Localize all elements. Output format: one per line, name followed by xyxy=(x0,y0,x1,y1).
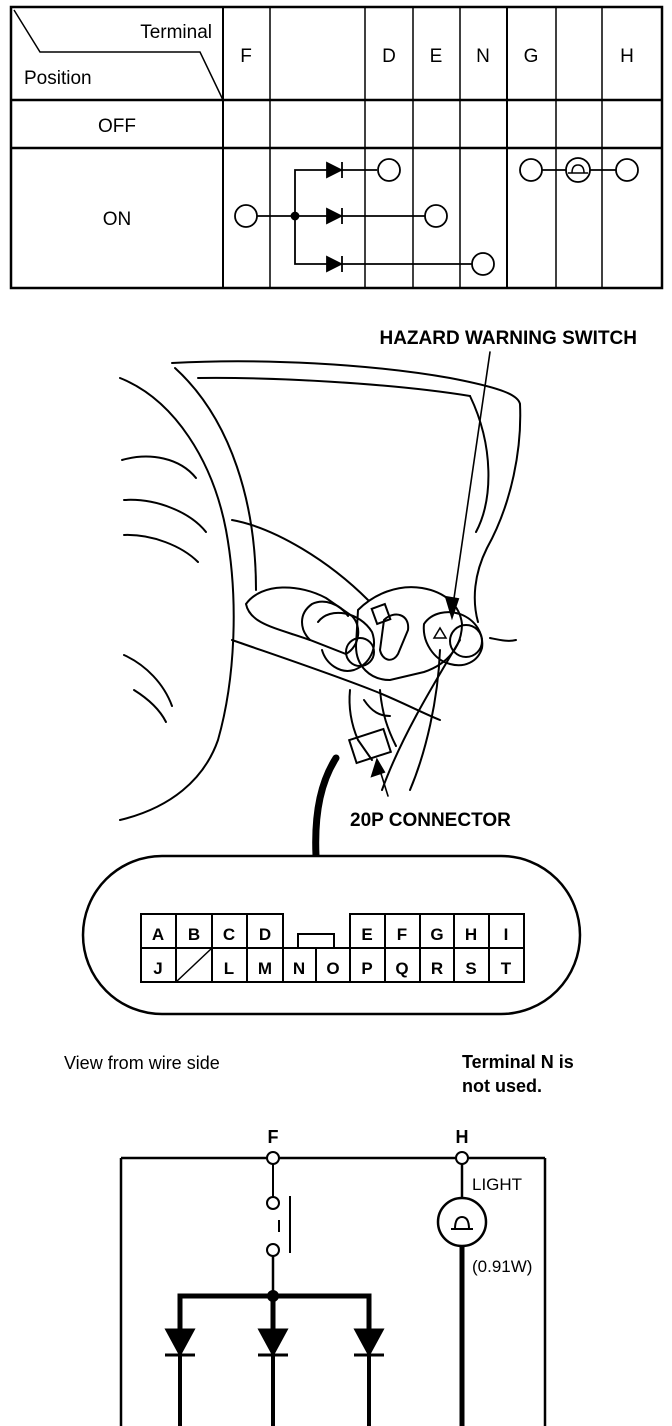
hazard-switch-label: HAZARD WARNING SWITCH xyxy=(379,328,637,349)
connector-grid xyxy=(140,913,525,983)
pin-i: I xyxy=(504,925,509,944)
view-note: View from wire side xyxy=(64,1053,220,1073)
continuity-f-to-den xyxy=(234,158,495,276)
pin-m: M xyxy=(258,959,272,978)
indicator-bulb xyxy=(436,1196,488,1248)
header-position: Position xyxy=(24,68,92,89)
pin-q: Q xyxy=(395,959,408,978)
col-g: G xyxy=(524,46,539,67)
connector-pin-labels: A B C D E F G H I J L M N O P Q R S T xyxy=(152,925,512,978)
light-label: LIGHT xyxy=(472,1175,522,1194)
pin-f: F xyxy=(397,925,407,944)
pin-g: G xyxy=(430,925,443,944)
diodes xyxy=(164,1328,385,1358)
pin-s: S xyxy=(465,959,476,978)
pin-r: R xyxy=(431,959,443,978)
diode-n xyxy=(164,1328,196,1358)
wattage-label: (0.91W) xyxy=(472,1257,532,1276)
pin-p: P xyxy=(361,959,372,978)
pin-o: O xyxy=(326,959,339,978)
continuity-g-to-h xyxy=(519,157,639,183)
pin-n: N xyxy=(293,959,305,978)
diode-d xyxy=(353,1328,385,1358)
unused-note-1: Terminal N is xyxy=(462,1052,574,1072)
pin-h: H xyxy=(465,925,477,944)
col-d: D xyxy=(382,46,396,67)
pin-a: A xyxy=(152,925,164,944)
header-terminal: Terminal xyxy=(140,22,212,43)
row-on: ON xyxy=(103,209,132,230)
row-off: OFF xyxy=(98,116,136,137)
col-e: E xyxy=(430,46,443,67)
pin-j: J xyxy=(153,959,162,978)
col-h: H xyxy=(620,46,634,67)
pin-d: D xyxy=(259,925,271,944)
continuity-table xyxy=(9,5,664,290)
wire-bundle xyxy=(312,754,340,860)
schematic-wiring xyxy=(119,1156,547,1426)
pin-e: E xyxy=(361,925,372,944)
col-n: N xyxy=(476,46,490,67)
diode-e xyxy=(257,1328,289,1358)
col-f: F xyxy=(240,46,252,67)
dashboard-illustration xyxy=(119,351,522,821)
pin-t: T xyxy=(501,959,512,978)
pin-b: B xyxy=(188,925,200,944)
connector-label: 20P CONNECTOR xyxy=(350,810,511,831)
schematic-label-h: H xyxy=(456,1127,469,1147)
schematic-label-f: F xyxy=(268,1127,279,1147)
pin-l: L xyxy=(224,959,234,978)
schematic-nodes xyxy=(266,1151,469,1302)
pin-c: C xyxy=(223,925,235,944)
unused-note-2: not used. xyxy=(462,1076,542,1096)
